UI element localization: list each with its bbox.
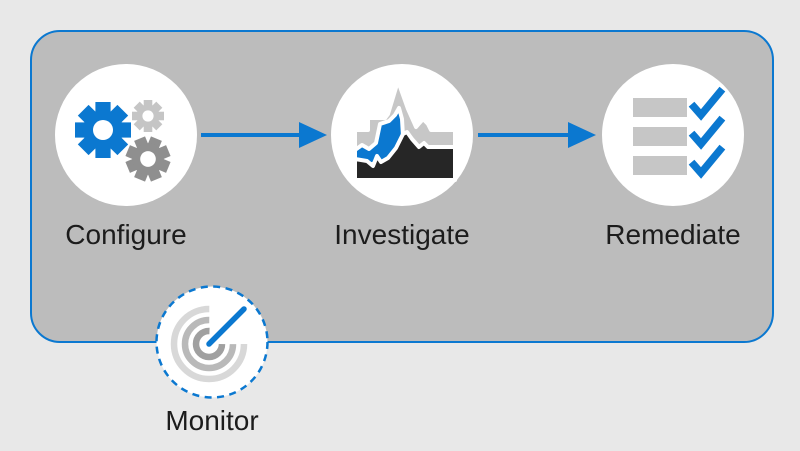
step-circle-investigate [331,64,473,206]
radar-gauge-icon [170,305,248,383]
arrow-configure-to-investigate [201,122,327,148]
step-label-remediate: Remediate [605,219,741,250]
checklist-icon [633,86,726,179]
step-label-configure: Configure [65,219,187,250]
arrow-investigate-to-remediate [478,122,596,148]
step-label-investigate: Investigate [334,219,470,250]
monitor-step-circle [155,285,269,399]
area-chart-icon [353,79,457,182]
step-label-monitor: Monitor [165,405,259,436]
gears-icon [75,100,171,182]
step-circle-configure [55,64,197,206]
step-circle-remediate [602,64,744,206]
